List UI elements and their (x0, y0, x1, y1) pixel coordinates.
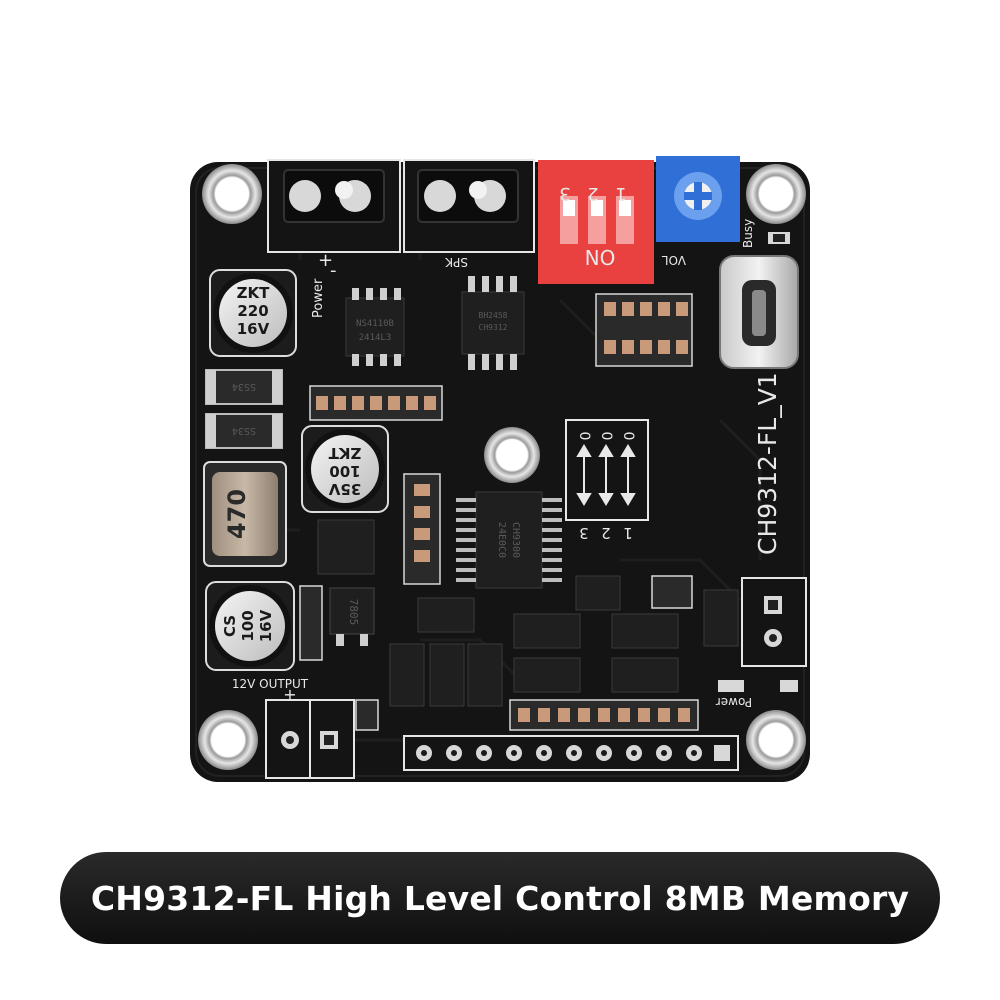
flash-memory-chip: BH2458 CH9312 (461, 276, 525, 370)
svg-text:ZKT: ZKT (328, 444, 362, 462)
mounting-hole-bottom-right (746, 710, 806, 770)
svg-text:NS4110B: NS4110B (356, 319, 394, 329)
svg-text:100: 100 (329, 462, 360, 480)
diode-2: SS34 (205, 413, 283, 449)
mounting-hole-top-left (202, 164, 262, 224)
speaker-label: SPK (444, 255, 468, 269)
amplifier-chip: NS4110B 2414L3 (345, 288, 405, 366)
board-model-label: CH9312-FL_V1 (753, 372, 782, 555)
volume-label: VOL (662, 253, 686, 267)
svg-text:100: 100 (239, 610, 257, 641)
svg-text:0: 0 (576, 432, 592, 441)
svg-text:3: 3 (579, 524, 589, 542)
small-chip (317, 519, 739, 707)
svg-text:CS: CS (221, 615, 239, 637)
svg-text:SS34: SS34 (232, 381, 256, 392)
mode-jumper-panel: 0 0 0 3 2 1 (565, 419, 649, 542)
power-input-label: Power (311, 278, 326, 318)
svg-text:470: 470 (223, 489, 251, 539)
usb-c-port (719, 255, 799, 369)
pin-header (403, 735, 739, 771)
svg-text:16V: 16V (237, 320, 270, 338)
pcb-board-photo: Power + - SPK 3 2 1 ON VOL Busy CH9312-F… (190, 156, 810, 782)
svg-text:220: 220 (237, 302, 268, 320)
power-minus-label: - (330, 260, 337, 281)
main-controller-chip: CH9300 24E0C0 (456, 491, 562, 589)
svg-text:SS34: SS34 (232, 425, 256, 436)
dip-switch: 3 2 1 ON (538, 160, 654, 284)
svg-text:ZKT: ZKT (237, 284, 271, 302)
dip-on-label: ON (585, 245, 616, 269)
volume-potentiometer (656, 156, 740, 242)
caption-text: CH9312-FL High Level Control 8MB Memory (90, 878, 910, 918)
mounting-hole-center (484, 427, 540, 483)
output-plus-label: + (283, 685, 296, 704)
svg-text:16V: 16V (257, 609, 275, 642)
capacitor-zkt-220: ZKT 220 16V (209, 269, 297, 357)
inductor-470: 470 (203, 461, 287, 567)
svg-text:24E0C0: 24E0C0 (496, 522, 507, 558)
output-label: 12V OUTPUT (232, 677, 309, 691)
capacitor-cs-100: CS 100 16V (205, 581, 295, 671)
speaker-terminal (403, 159, 535, 253)
mounting-hole-bottom-left (198, 710, 258, 770)
svg-text:7805: 7805 (347, 599, 360, 626)
power-input-terminal (267, 159, 401, 253)
caption-banner: CH9312-FL High Level Control 8MB Memory (60, 852, 940, 944)
smd-resistor-array (299, 293, 699, 731)
svg-text:0: 0 (598, 432, 614, 441)
mounting-hole-top-right (746, 164, 806, 224)
busy-label: Busy (741, 219, 755, 248)
dip-label-2: 2 (587, 183, 598, 204)
svg-text:2: 2 (601, 524, 611, 542)
power-led-label: Power (716, 695, 752, 709)
voltage-regulator: 7805 (329, 587, 375, 646)
diode-1: SS34 (205, 369, 283, 405)
dip-label-3: 3 (559, 183, 570, 204)
svg-text:CH9300: CH9300 (510, 522, 521, 558)
dip-label-1: 1 (615, 183, 626, 204)
svg-text:0: 0 (620, 432, 636, 441)
power-plus-label: + (318, 250, 333, 271)
svg-text:35V: 35V (328, 480, 361, 498)
svg-text:CH9312: CH9312 (479, 323, 508, 332)
svg-text:1: 1 (623, 524, 633, 542)
svg-text:2414L3: 2414L3 (359, 333, 392, 343)
capacitor-zkt-100: 35V 100 ZKT (301, 425, 389, 513)
svg-text:BH2458: BH2458 (479, 311, 508, 320)
output-terminal (265, 699, 355, 779)
right-side-header (741, 577, 807, 667)
